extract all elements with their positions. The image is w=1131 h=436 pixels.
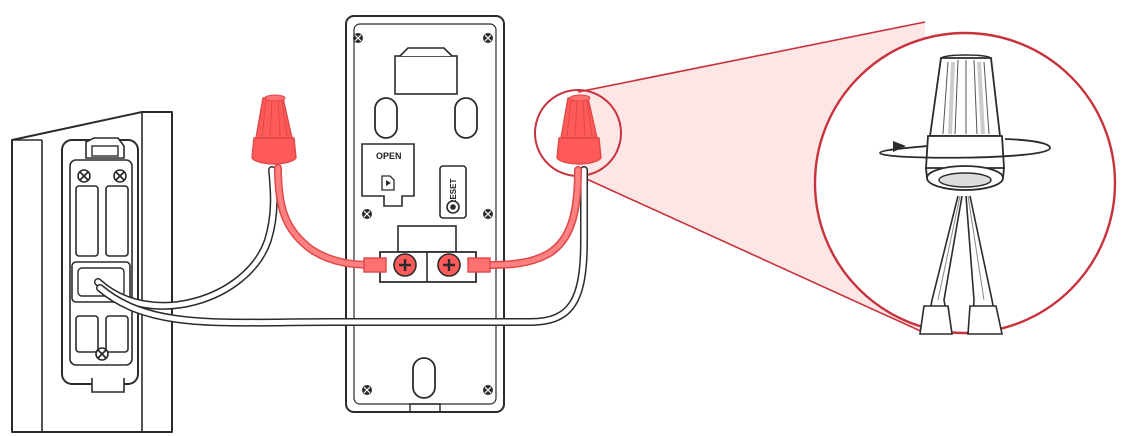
zoom-beam-top-edge bbox=[577, 21, 926, 93]
zoom-detail bbox=[813, 31, 1117, 335]
zoom-beam-bottom-edge bbox=[579, 175, 926, 334]
reset-label: RESET bbox=[449, 179, 458, 206]
screw-icon bbox=[362, 385, 372, 395]
screw-icon bbox=[77, 169, 91, 183]
mounting-bracket bbox=[61, 137, 139, 393]
reset-button[interactable] bbox=[446, 200, 460, 214]
screw-icon bbox=[362, 209, 372, 219]
screw-icon bbox=[483, 209, 493, 219]
wire-nut-right bbox=[556, 94, 602, 165]
rotate-arrow-icon bbox=[879, 138, 1051, 159]
doorbell-wires bbox=[274, 164, 582, 273]
zoom-wires bbox=[919, 195, 1003, 335]
doorbell-back-plate bbox=[345, 15, 505, 413]
screw-icon bbox=[483, 33, 493, 43]
zoom-wire-nut bbox=[925, 54, 1005, 191]
screw-icon bbox=[113, 169, 127, 183]
screw-icon bbox=[95, 347, 109, 361]
terminal-screw-icon bbox=[437, 253, 461, 277]
wall-wires bbox=[94, 166, 588, 327]
sd-card-icon bbox=[381, 175, 395, 191]
open-label: OPEN bbox=[376, 151, 402, 161]
terminal-screw-icon bbox=[393, 253, 417, 277]
screw-icon bbox=[353, 33, 363, 43]
screw-icon bbox=[483, 385, 493, 395]
wire-nut-left bbox=[251, 94, 297, 165]
